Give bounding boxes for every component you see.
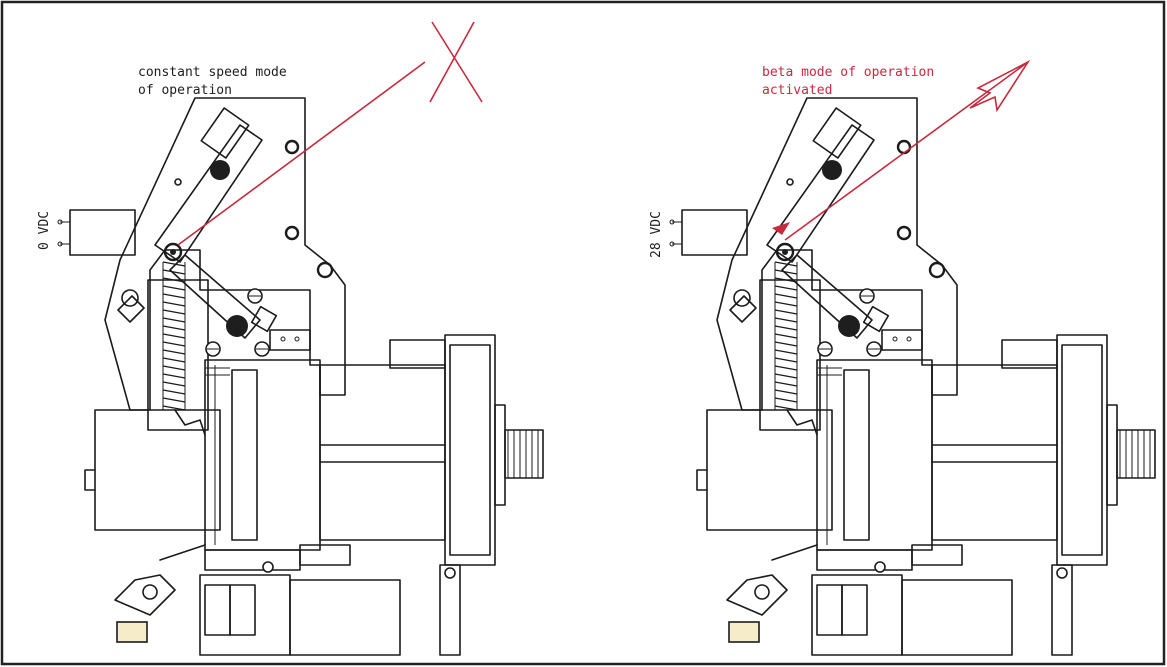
left-panel: constant speed mode of operation 0 VDC <box>37 21 545 657</box>
right-red-small-arrow <box>772 222 790 235</box>
left-voltage-label: 0 VDC <box>37 211 52 250</box>
left-cross-mark-a <box>431 21 483 103</box>
left-red-indicator-line <box>177 61 426 246</box>
right-mechanism-drawing <box>668 96 1157 657</box>
left-mechanism-drawing <box>56 96 545 657</box>
left-title-line2: of operation <box>138 83 232 98</box>
right-red-arrowhead <box>969 59 1031 113</box>
right-title-line1: beta mode of operation <box>762 65 934 80</box>
right-voltage-label: 28 VDC <box>649 211 664 258</box>
left-cross-mark-b <box>429 21 475 103</box>
right-panel: beta mode of operation activated 28 VDC <box>649 59 1157 657</box>
left-title-line1: constant speed mode <box>138 65 287 80</box>
right-title-line2: activated <box>762 83 832 98</box>
